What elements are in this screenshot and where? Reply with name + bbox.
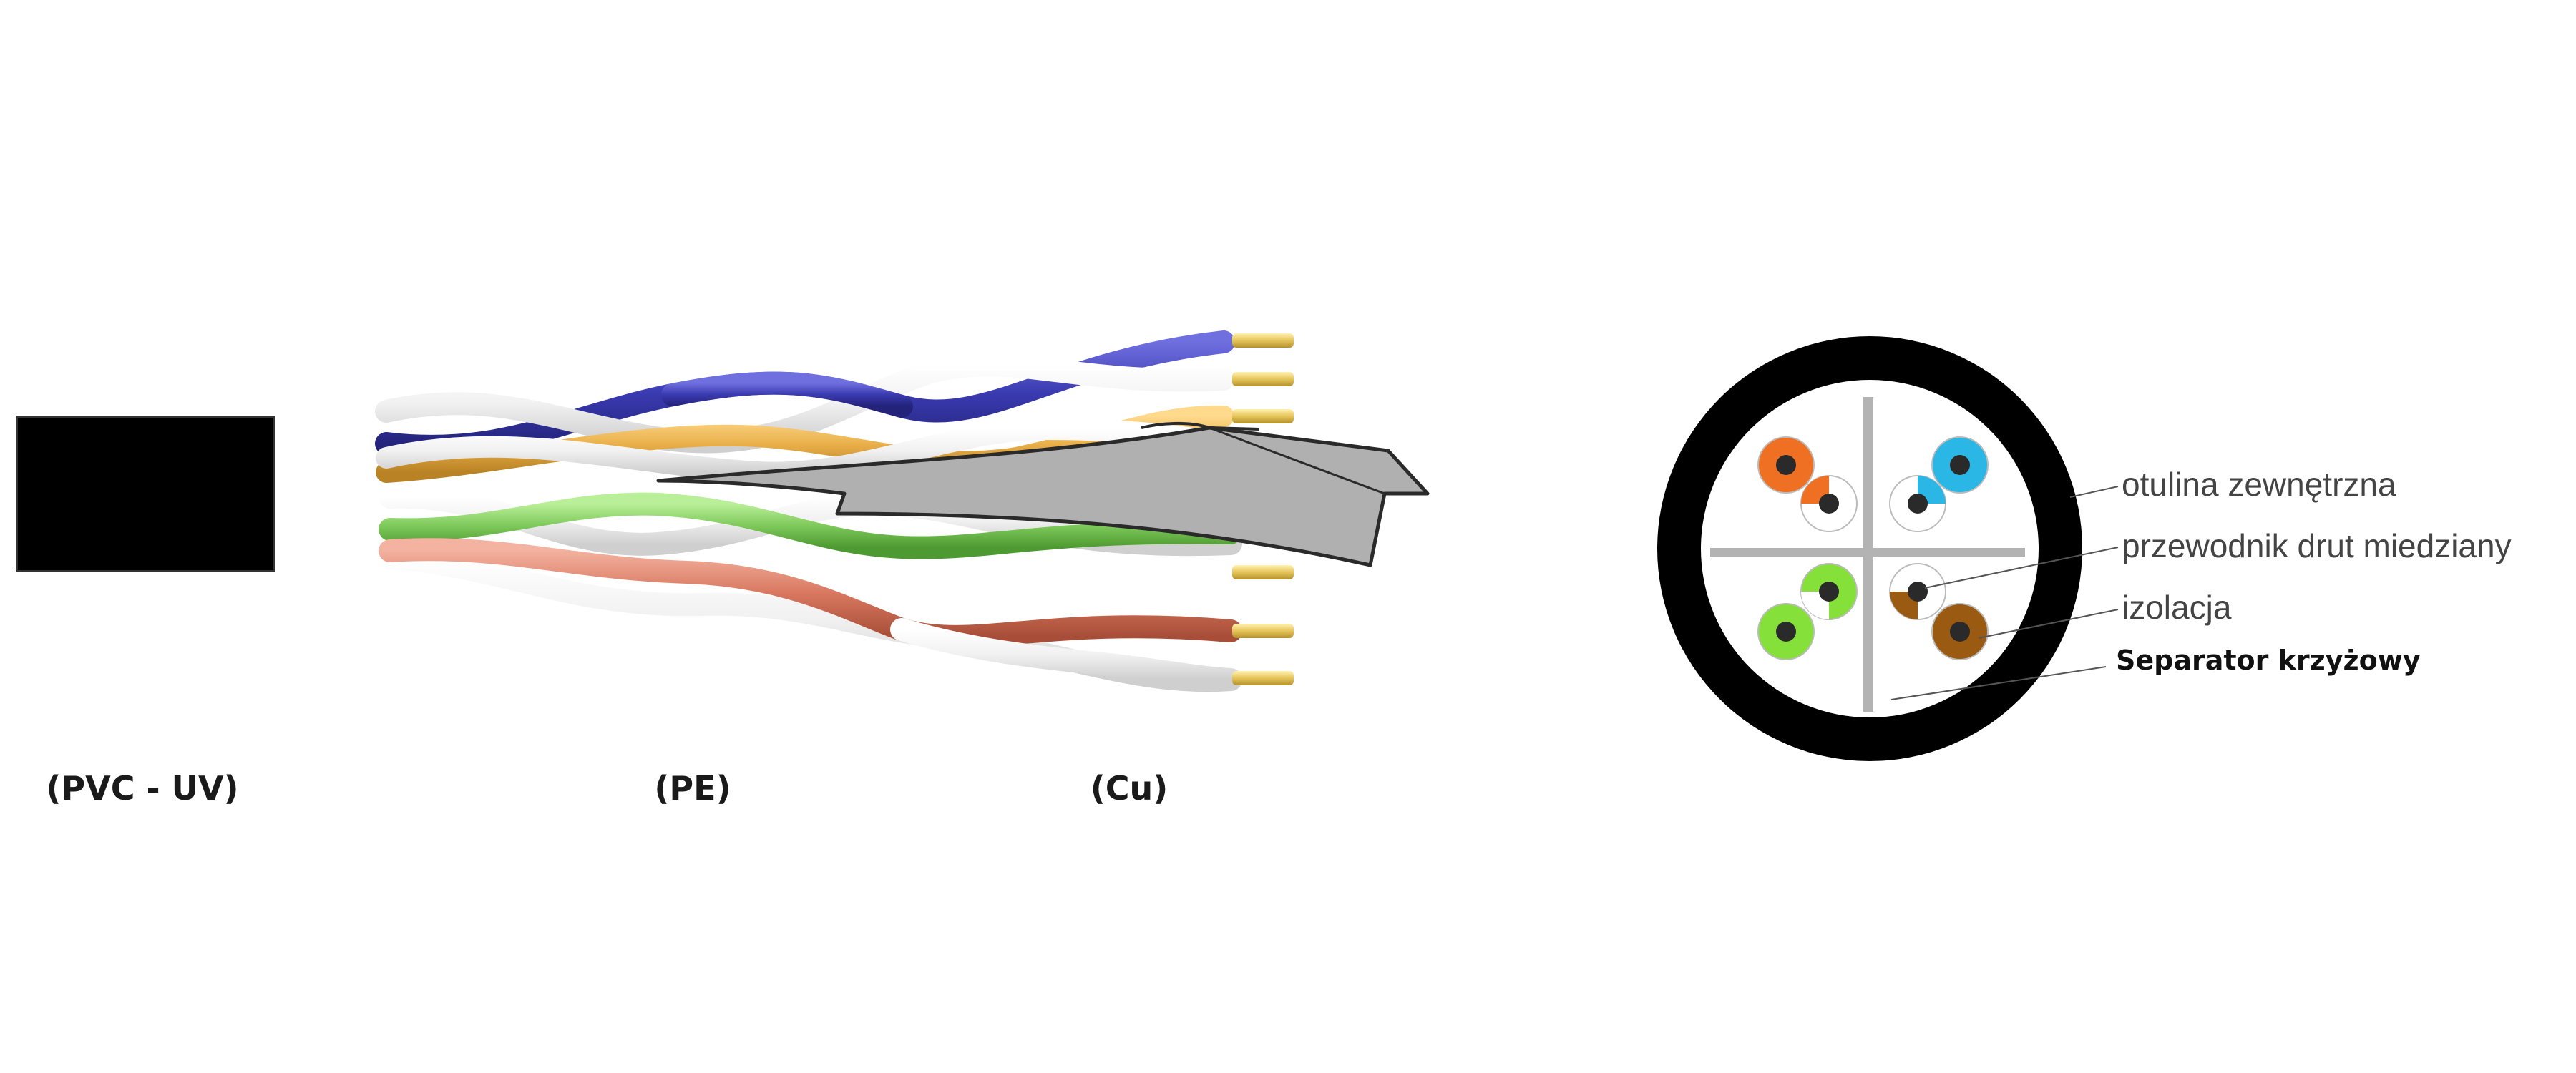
twisted-pair-cable — [375, 330, 1430, 692]
cross-separator — [1710, 397, 2025, 712]
label-conductor-material: (Cu) — [1091, 769, 1169, 808]
pair-blue-section — [1889, 436, 1989, 532]
callout-copper-conductor: przewodnik drut miedziany — [2122, 527, 2512, 564]
callout-outer-sheath: otulina zewnętrzna — [2122, 466, 2396, 503]
label-sheath-material: (PVC - UV) — [46, 769, 238, 808]
callout-cross-separator: Separator krzyżowy — [2116, 645, 2421, 676]
pair-blue — [375, 330, 1235, 458]
pair-green-section — [1757, 563, 1858, 660]
pair-green — [379, 485, 1242, 559]
label-insulation-material: (PE) — [654, 769, 731, 808]
pair-brown-section — [1889, 563, 1989, 660]
cable-cross-section — [1657, 336, 2119, 761]
pair-copper — [379, 538, 1242, 692]
sheath-swatch — [16, 416, 275, 572]
callout-insulation: izolacja — [2122, 589, 2232, 626]
foil-shield — [656, 426, 1430, 567]
callout-leaders — [1890, 486, 2119, 700]
pair-orange-section — [1757, 436, 1858, 532]
